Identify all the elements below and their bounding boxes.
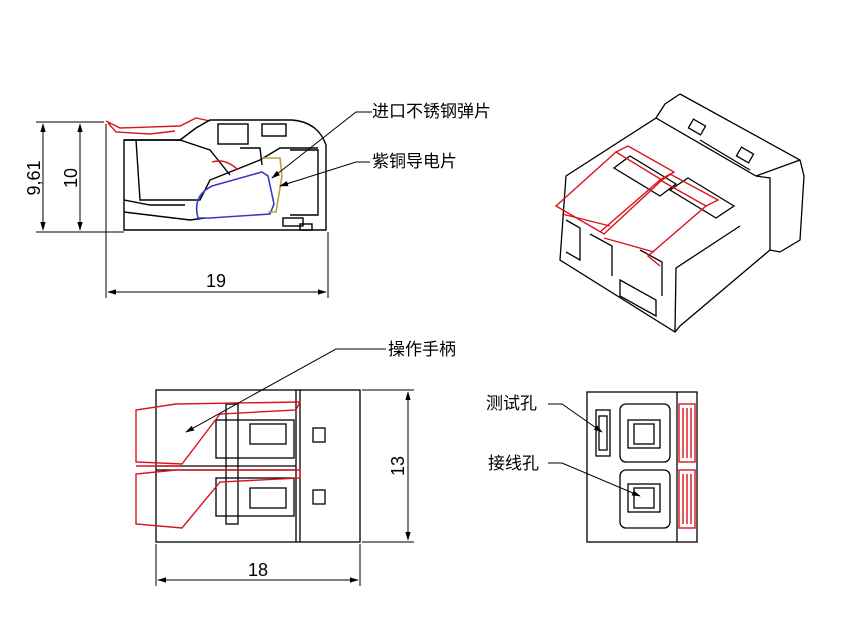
front-view-levers	[678, 403, 696, 529]
dim-side-height-b: 10	[61, 168, 81, 188]
label-copper-strip: 紫铜导电片	[372, 152, 457, 172]
dim-top-width: 13	[388, 456, 408, 476]
label-operating-handle: 操作手柄	[388, 340, 456, 360]
callout-leaders-front	[548, 403, 641, 497]
front-view	[586, 391, 698, 543]
dim-side-length: 19	[206, 271, 226, 291]
top-view	[155, 389, 361, 543]
callout-leaders-side	[271, 111, 372, 187]
side-view	[105, 117, 327, 231]
label-stainless-spring: 进口不锈钢弹片	[372, 102, 491, 122]
dim-side-height-a: 9,61	[24, 160, 44, 195]
label-wire-hole: 接线孔	[488, 454, 539, 474]
isometric-view	[559, 93, 805, 333]
top-dimensions	[155, 389, 414, 586]
dim-top-length: 18	[248, 560, 268, 580]
top-view-levers	[135, 401, 302, 529]
callout-leader-handle	[185, 348, 386, 433]
side-dimensions	[36, 121, 329, 298]
isometric-levers	[554, 145, 720, 267]
label-test-hole: 测试孔	[486, 394, 537, 414]
